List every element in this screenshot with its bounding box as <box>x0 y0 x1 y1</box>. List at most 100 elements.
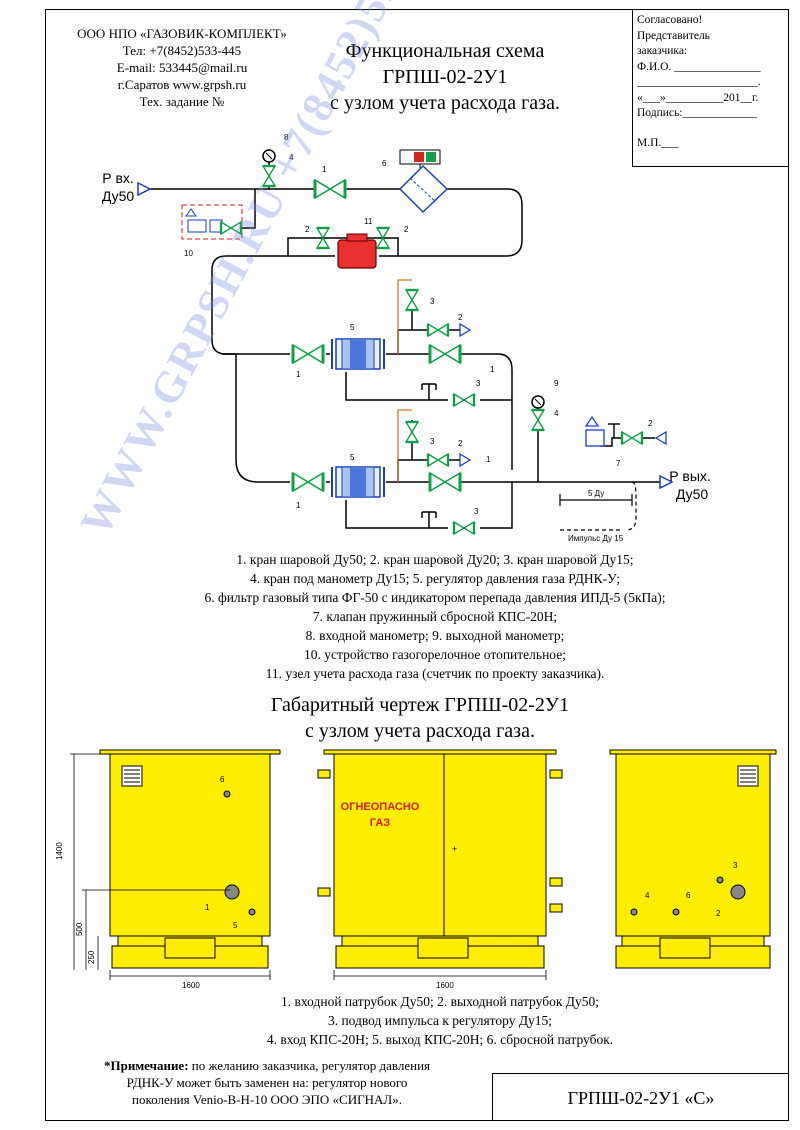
callout-4: 4 <box>289 153 294 162</box>
legend-line: 11. узел учета расхода газа (счетчик по … <box>265 666 605 681</box>
scheme-legend: 1. кран шаровой Ду50; 2. кран шаровой Ду… <box>90 550 780 683</box>
port-3-icon <box>716 876 724 884</box>
callout-1: 1 <box>490 365 495 374</box>
outlet-arrow <box>659 474 674 490</box>
callout-1: 1 <box>486 455 491 464</box>
impulse-label: Импульс Ду 15 <box>568 534 624 543</box>
legend-line: 1. кран шаровой Ду50; 2. кран шаровой Ду… <box>236 552 634 567</box>
callout-2: 2 <box>648 419 653 428</box>
legend-line: 1. входной патрубок Ду50; 2. выходной па… <box>281 994 599 1009</box>
approval-line: Представитель <box>637 29 710 42</box>
approval-line: _____________________. <box>637 76 761 88</box>
callout-3: 3 <box>430 297 435 306</box>
note-text: по желанию заказчика, регулятор давления <box>188 1058 431 1073</box>
filter-6-icon <box>398 149 449 214</box>
note-block: *Примечание: по желанию заказчика, регул… <box>52 1057 482 1108</box>
drawing-legend: 1. входной патрубок Ду50; 2. выходной па… <box>120 992 760 1049</box>
dim-1400: 1400 <box>55 842 64 860</box>
callout-1: 1 <box>322 165 327 174</box>
callout-5: 5 <box>350 323 355 332</box>
valve-2-icon <box>426 452 450 468</box>
cabinet-side-right: 4 6 3 2 <box>609 749 777 969</box>
dim-500: 500 <box>75 922 84 936</box>
callout-6: 6 <box>220 775 225 784</box>
valve-1-icon <box>291 343 325 365</box>
port-5-icon <box>248 908 256 916</box>
note-label: *Примечание: <box>103 1058 189 1073</box>
company-name: ООО НПО «ГАЗОВИК-КОМПЛЕКТ» <box>77 26 287 41</box>
dimension-title-line: с узлом учета расхода газа. <box>305 720 535 742</box>
valve-3-icon <box>452 520 476 536</box>
callout-2: 2 <box>716 909 721 918</box>
callout-11: 11 <box>364 217 373 226</box>
dim-5du: 5 Ду <box>588 489 604 498</box>
legend-line: 7. клапан пружинный сбросной КПС-20Н; <box>312 609 558 624</box>
callout-3: 3 <box>474 507 479 516</box>
approval-signature: Подпись:_____________ <box>637 107 758 119</box>
company-block: ООО НПО «ГАЗОВИК-КОМПЛЕКТ» Тел: +7(8452)… <box>52 25 312 110</box>
callout-2: 2 <box>404 225 409 234</box>
valve-1-icon <box>313 178 347 200</box>
valve-4-icon <box>530 408 546 432</box>
title-stamp: ГРПШ-02-2У1 «С» <box>492 1073 789 1121</box>
cabinet-side-left: 6 1 5 <box>99 749 281 969</box>
valve-3-icon <box>404 288 420 312</box>
outlet-dn: Ду50 <box>676 486 709 502</box>
port-6-icon <box>672 908 680 916</box>
warning-label: ГАЗ <box>370 817 390 829</box>
legend-line: 4. вход КПС-20Н; 5. выход КПС-20Н; 6. сб… <box>266 1032 614 1047</box>
callout-3: 3 <box>476 379 481 388</box>
scheme-title: Функциональная схема ГРПШ-02-2У1 с узлом… <box>300 38 590 116</box>
company-email: E-mail: 533445@mail.ru <box>116 60 248 75</box>
scheme-title-line: ГРПШ-02-2У1 <box>382 66 508 88</box>
functional-scheme: Р вх. Ду50 Р вых. Ду50 <box>102 133 711 543</box>
port-1-icon <box>224 884 240 900</box>
callout-6: 6 <box>686 891 691 900</box>
company-phone: Тел: +7(8452)533-445 <box>122 43 242 58</box>
callout-5: 5 <box>350 453 355 462</box>
callout-8: 8 <box>284 133 289 142</box>
callout-5: 5 <box>233 921 238 930</box>
legend-line: 4. кран под манометр Ду15; 5. регулятор … <box>250 571 620 586</box>
outlet-label: Р вых. <box>669 468 711 484</box>
warning-label: ОГНЕОПАСНО <box>341 801 420 813</box>
approval-date: «___»__________201__г. <box>637 91 759 104</box>
valve-3-icon <box>452 392 476 408</box>
dimension-title: Габаритный чертеж ГРПШ-02-2У1 с узлом уч… <box>200 692 640 744</box>
valve-3-icon <box>404 420 420 444</box>
scheme-title-line: с узлом учета расхода газа. <box>330 92 560 114</box>
approval-block: Согласовано! Представитель заказчика: Ф.… <box>632 9 789 167</box>
manometer-8-icon <box>262 149 276 163</box>
valve-1-icon <box>428 343 462 365</box>
callout-3: 3 <box>733 861 738 870</box>
callout-3: 3 <box>430 437 435 446</box>
callout-9: 9 <box>554 379 559 388</box>
inlet-label: Р вх. <box>102 170 134 186</box>
callout-1: 1 <box>296 370 301 379</box>
inlet-dn: Ду50 <box>102 188 135 204</box>
callout-2: 2 <box>458 439 463 448</box>
counter-11-icon <box>337 233 377 269</box>
callout-2: 2 <box>458 313 463 322</box>
manometer-9-icon <box>531 395 545 409</box>
approval-line: Согласовано! <box>637 14 703 26</box>
burner-10-icon <box>181 204 243 240</box>
callout-1: 1 <box>296 501 301 510</box>
valve-1-icon <box>291 471 325 493</box>
dimensional-drawing: 6 1 5 1400 500 250 1600 <box>55 749 777 990</box>
legend-line: 3. подвод импульса к регулятору Ду15; <box>327 1013 553 1028</box>
callout-4: 4 <box>554 409 559 418</box>
callout-7: 7 <box>616 459 621 468</box>
dim-1600: 1600 <box>436 981 454 990</box>
legend-line: 8. входной манометр; 9. выходной маномет… <box>305 628 565 643</box>
company-city-site: г.Саратов www.grpsh.ru <box>117 77 247 92</box>
drawing-frame <box>45 9 789 1121</box>
valve-2-icon <box>620 430 644 446</box>
inlet-arrow <box>137 181 152 197</box>
regulator-5-icon <box>331 338 385 370</box>
dim-1600: 1600 <box>182 981 200 990</box>
approval-name: Ф.И.О. _______________ <box>637 60 761 73</box>
valve-2-icon <box>426 322 450 338</box>
dim-250: 250 <box>87 950 96 964</box>
legend-line: 6. фильтр газовый типа ФГ-50 с индикатор… <box>204 590 666 605</box>
